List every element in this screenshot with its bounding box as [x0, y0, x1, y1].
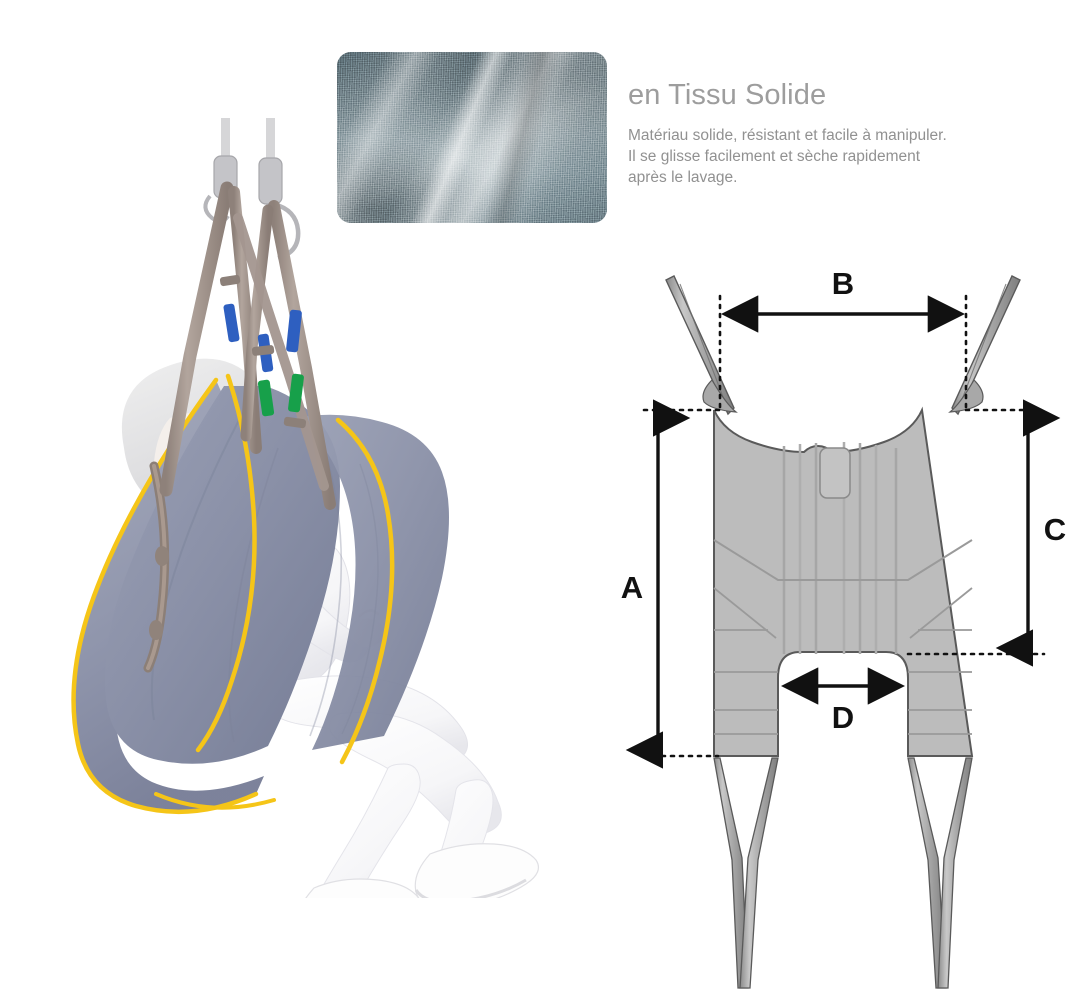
sling-in-use-photo	[38, 118, 598, 898]
diagram-sling-body	[713, 406, 974, 757]
loop-blue-left	[223, 303, 240, 343]
loop-green-right	[288, 373, 304, 413]
dimension-label-c: C	[1044, 512, 1066, 547]
lift-cables	[203, 118, 301, 261]
sling-photo-svg	[71, 118, 539, 898]
loop-green-left	[257, 379, 275, 417]
sling-handle-strap	[143, 461, 170, 673]
diagram-svg: B A C D	[621, 266, 1066, 989]
section-body-text: Matériau solide, résistant et facile à m…	[628, 126, 947, 186]
fabric-fold-highlight	[337, 52, 607, 223]
loop-blue-right	[286, 309, 302, 353]
dimension-label-b: B	[832, 266, 854, 301]
dimension-label-a: A	[621, 570, 643, 605]
sling-shoulder-straps	[159, 181, 336, 510]
diagram-centre-tag	[819, 447, 851, 499]
shoe-back	[414, 843, 539, 898]
dimension-label-d: D	[832, 700, 854, 735]
fabric-texture-swatch	[337, 52, 607, 223]
diagram-leg-straps	[713, 757, 973, 989]
diagram-dimension-arrows	[625, 295, 1061, 769]
section-heading: en Tissu Solide	[628, 79, 827, 111]
fabric-description-block: en Tissu Solide Matériau solide, résista…	[628, 79, 1048, 189]
sling-dimension-diagram: B A C D	[608, 258, 1078, 998]
shoe-front	[305, 878, 420, 898]
